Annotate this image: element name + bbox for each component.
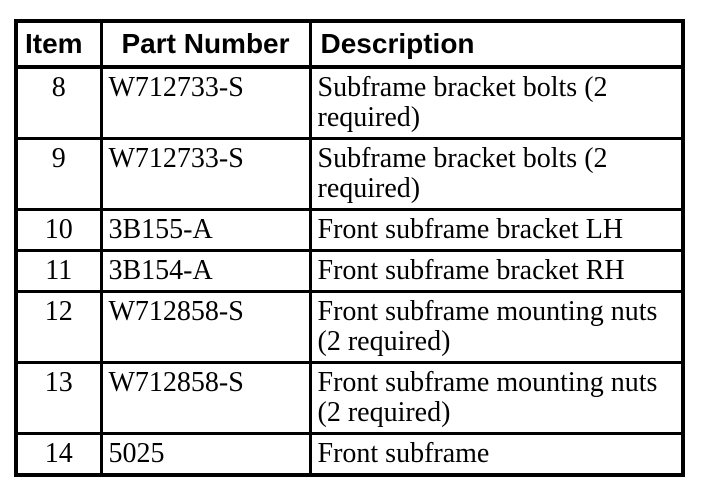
description-cell: Front subframe mounting nuts(2 required)	[308, 290, 685, 364]
header-cell-item: Item	[14, 19, 103, 69]
description-line: Front subframe bracket LH	[317, 214, 624, 245]
description-line: required)	[317, 173, 421, 204]
description-cell: Front subframe	[308, 432, 685, 477]
description-line: (2 required)	[317, 326, 451, 357]
table-row: 12 W712858-S Front subframe mounting nut…	[14, 290, 685, 364]
item-cell: 9	[14, 137, 103, 211]
description-line: Subframe bracket bolts (2	[317, 72, 608, 103]
table-row: 10 3B155-A Front subframe bracket LH	[14, 208, 685, 252]
parts-table: Item Part Number Description 8 W712733-S…	[14, 19, 685, 477]
description-cell: Front subframe bracket LH	[308, 208, 685, 252]
item-cell: 8	[14, 65, 103, 140]
item-cell: 12	[14, 290, 103, 364]
part-number-cell: 3B155-A	[99, 208, 312, 252]
description-line: Front subframe mounting nuts	[317, 367, 658, 398]
description-cell: Front subframe bracket RH	[308, 249, 685, 293]
part-number-cell: W712733-S	[99, 65, 312, 140]
item-cell: 13	[14, 361, 103, 435]
item-cell: 11	[14, 249, 103, 293]
description-cell: Front subframe mounting nuts(2 required)	[308, 361, 685, 435]
description-line: Front subframe bracket RH	[317, 255, 625, 286]
item-cell: 14	[14, 432, 103, 477]
item-cell: 10	[14, 208, 103, 252]
header-cell-description: Description	[308, 19, 685, 69]
part-number-cell: W712858-S	[99, 361, 312, 435]
header-cell-part-number: Part Number	[99, 19, 312, 69]
description-line: (2 required)	[317, 397, 451, 428]
description-line: required)	[317, 102, 421, 133]
part-number-cell: 3B154-A	[99, 249, 312, 293]
part-number-cell: W712858-S	[99, 290, 312, 364]
description-line: Front subframe	[317, 438, 490, 469]
table-row: 11 3B154-A Front subframe bracket RH	[14, 249, 685, 293]
table-row: 14 5025 Front subframe	[14, 432, 685, 477]
description-line: Front subframe mounting nuts	[317, 296, 658, 327]
part-number-cell: 5025	[99, 432, 312, 477]
description-line: Subframe bracket bolts (2	[317, 143, 608, 174]
table-row: 13 W712858-S Front subframe mounting nut…	[14, 361, 685, 435]
header-row: Item Part Number Description	[14, 19, 685, 69]
part-number-cell: W712733-S	[99, 137, 312, 211]
